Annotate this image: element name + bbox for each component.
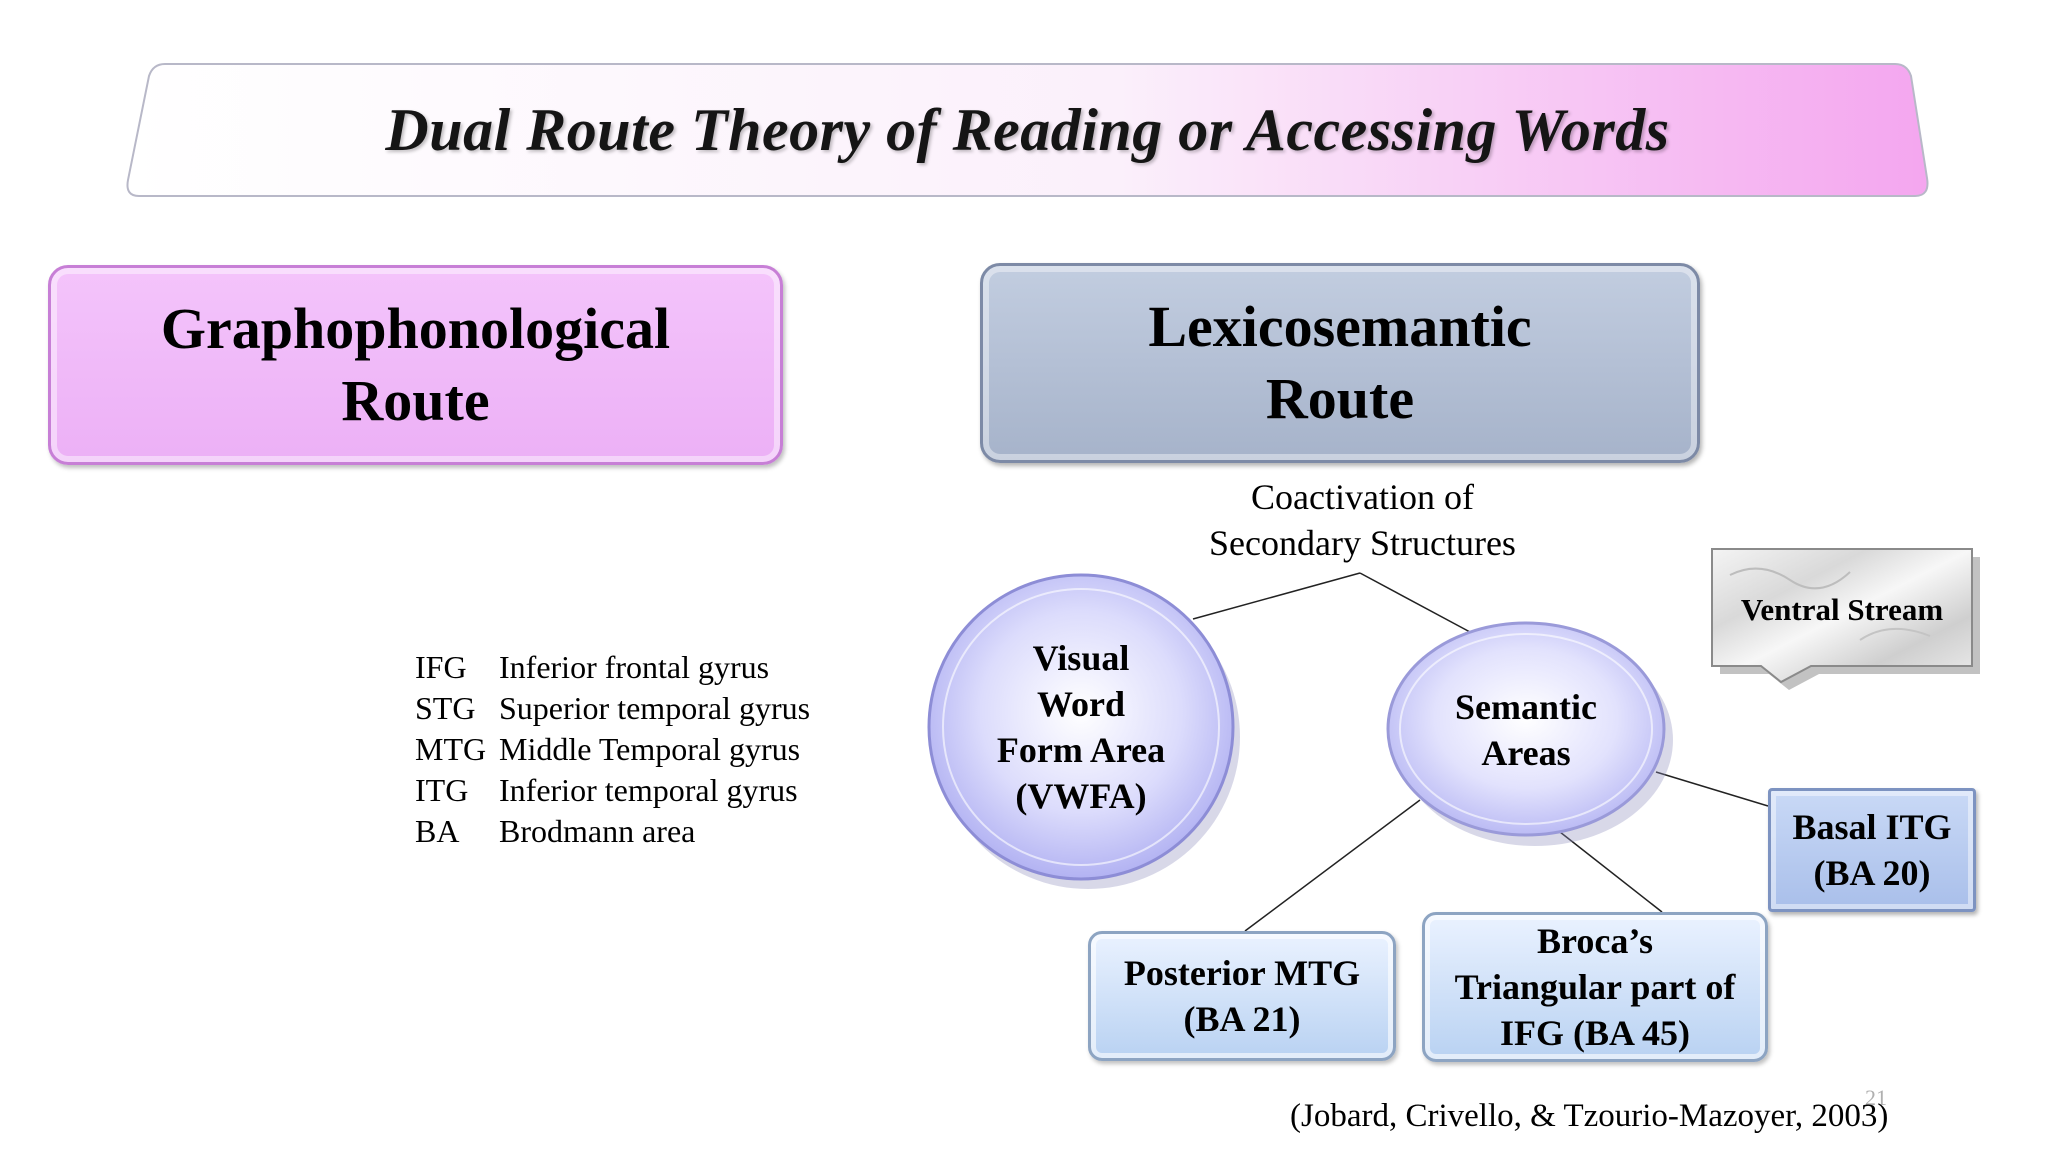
abbreviation-meaning: Superior temporal gyrus <box>499 690 811 726</box>
basal-itg-label: Basal ITG (BA 20) <box>1792 807 1952 893</box>
abbreviation-row: BA Brodmann area <box>415 811 810 852</box>
connector-semantic-basal-itg <box>1655 771 1769 807</box>
abbreviation-row: ITG Inferior temporal gyrus <box>415 770 810 811</box>
title-banner <box>126 63 1929 197</box>
graphophonological-route-box: Graphophonological Route <box>48 265 783 465</box>
abbreviation-meaning: Inferior frontal gyrus <box>499 649 770 685</box>
abbreviation-meaning: Inferior temporal gyrus <box>499 772 798 808</box>
abbreviation-code: BA <box>415 813 460 849</box>
lexicosemantic-route-label: Lexicosemantic Route <box>1148 294 1532 431</box>
abbreviation-meaning: Brodmann area <box>499 813 696 849</box>
vwfa-label: Visual Word Form Area (VWFA) <box>996 638 1166 816</box>
coactivation-caption: Coactivation of Secondary Structures <box>1209 477 1516 563</box>
page-title: Dual Route Theory of Reading or Accessin… <box>385 96 1670 163</box>
abbreviation-row: MTG Middle Temporal gyrus <box>415 729 810 770</box>
abbreviation-row: STG Superior temporal gyrus <box>415 688 810 729</box>
posterior-mtg-box: Posterior MTG (BA 21) <box>1088 931 1396 1061</box>
ventral-stream-label: Ventral Stream <box>1740 592 1944 627</box>
ventral-stream-callout <box>1711 548 1980 690</box>
abbreviation-code: ITG <box>415 772 469 808</box>
posterior-mtg-label: Posterior MTG (BA 21) <box>1123 953 1361 1039</box>
semantic-areas-label: Semantic Areas <box>1455 687 1597 773</box>
basal-itg-box: Basal ITG (BA 20) <box>1768 788 1976 912</box>
graphophonological-route-label: Graphophonological Route <box>160 296 671 433</box>
semantic-areas-node <box>1386 621 1673 846</box>
connector-coactivation-semantic <box>1359 572 1471 633</box>
connector-semantic-posterior-mtg <box>1244 799 1421 932</box>
abbreviation-meaning: Middle Temporal gyrus <box>499 731 801 767</box>
lexicosemantic-route-box: Lexicosemantic Route <box>980 263 1700 463</box>
vwfa-node <box>927 573 1240 889</box>
abbreviation-legend: IFG Inferior frontal gyrus STG Superior te… <box>415 647 810 852</box>
abbreviation-row: IFG Inferior frontal gyrus <box>415 647 810 688</box>
connector-coactivation-vwfa <box>1192 572 1361 620</box>
abbreviation-code: IFG <box>415 649 467 685</box>
broca-box: Broca’s Triangular part of IFG (BA 45) <box>1422 912 1768 1062</box>
abbreviation-code: MTG <box>415 731 487 767</box>
citation: (Jobard, Crivello, & Tzourio-Mazoyer, 20… <box>1290 1098 1889 1134</box>
page-number: 21 <box>1865 1085 1887 1110</box>
connector-semantic-broca <box>1559 831 1663 913</box>
broca-label: Broca’s Triangular part of IFG (BA 45) <box>1454 921 1736 1053</box>
abbreviation-code: STG <box>415 690 476 726</box>
